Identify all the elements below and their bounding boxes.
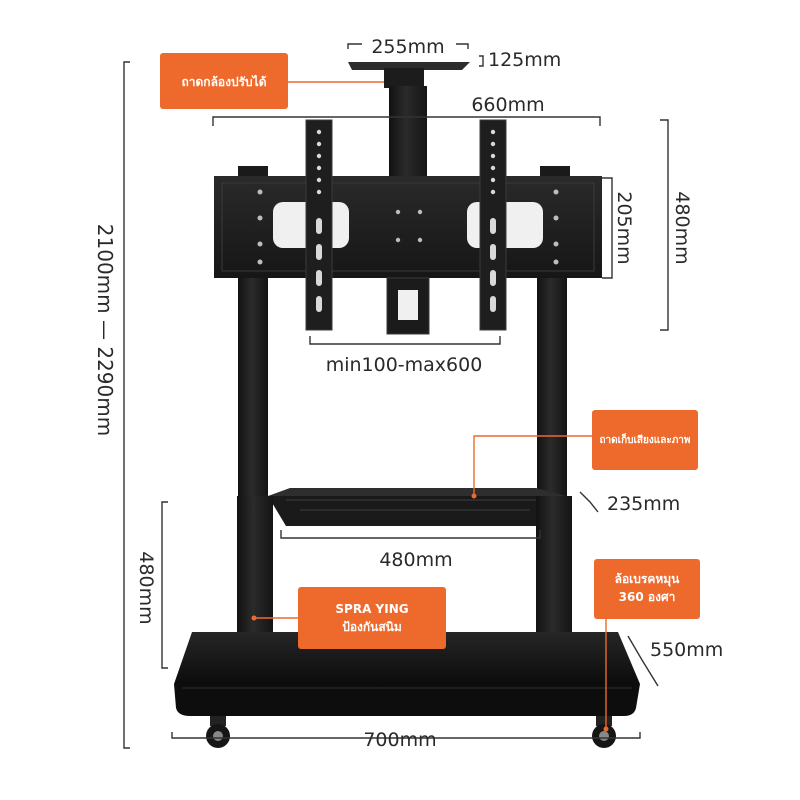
column-height-label: 480mm xyxy=(135,551,157,624)
left-column xyxy=(238,278,268,498)
callout-anti-rust: SPRA YING ป้องกันสนิม xyxy=(251,587,446,649)
av-shelf xyxy=(268,488,566,526)
callout-av-shelf-text: ถาดเก็บเสียงและภาพ xyxy=(600,432,691,446)
callout-camera-tray: ถาดกล้องปรับได้ xyxy=(160,53,384,109)
tv-stand xyxy=(174,62,640,748)
callout-wheels-line2: 360 องศา xyxy=(619,590,676,604)
center-bracket xyxy=(386,277,430,335)
base-width-label: 700mm xyxy=(363,729,436,751)
mount-width-label: 660mm xyxy=(471,94,544,116)
callout-av-shelf: ถาดเก็บเสียงและภาพ xyxy=(471,410,698,499)
camera-tray xyxy=(348,62,470,178)
mount-height-label: 205mm xyxy=(613,191,635,264)
callout-camera-tray-text: ถาดกล้องปรับได้ xyxy=(182,74,267,89)
right-column xyxy=(537,278,567,498)
base xyxy=(174,632,640,716)
camera-tray-depth-label: 125mm xyxy=(488,49,561,71)
wheel-right-icon xyxy=(592,716,616,748)
mount-total-height-label: 480mm xyxy=(671,191,693,264)
wheel-left-icon xyxy=(206,716,230,748)
vesa-range-label: min100-max600 xyxy=(326,354,483,376)
shelf-depth-label: 235mm xyxy=(607,493,680,515)
shelf-width-label: 480mm xyxy=(379,549,452,571)
callout-wheels: ล้อเบรคหมุน 360 องศา xyxy=(594,559,700,732)
callout-anti-rust-line2: ป้องกันสนิม xyxy=(342,620,402,634)
vesa-arm-right xyxy=(479,119,507,331)
total-height-label: 2100mm — 2290mm xyxy=(93,224,117,436)
callout-wheels-line1: ล้อเบรคหมุน xyxy=(615,572,681,587)
callout-anti-rust-line1: SPRA YING xyxy=(335,602,408,616)
camera-tray-width-label: 255mm xyxy=(371,36,444,58)
base-depth-label: 550mm xyxy=(650,639,723,661)
vesa-arm-left xyxy=(305,119,333,331)
dimension-lines xyxy=(123,43,669,749)
mount-plate xyxy=(214,176,602,278)
